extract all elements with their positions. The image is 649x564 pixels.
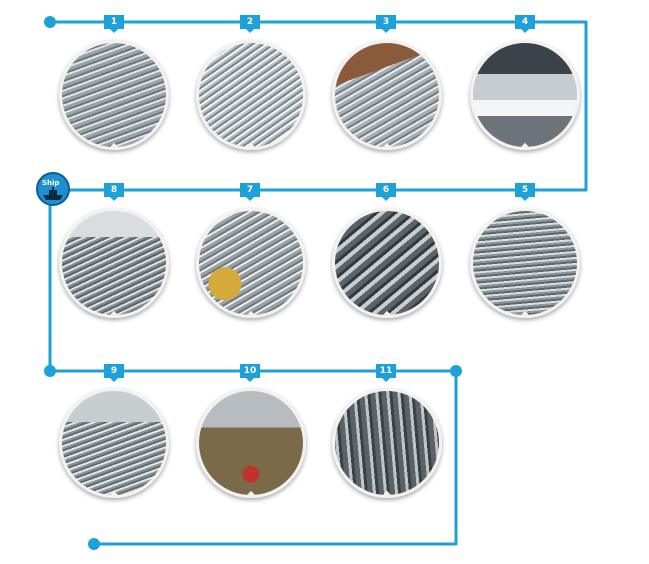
ship-badge: Ship — [36, 172, 70, 206]
step-9-photo — [59, 388, 169, 498]
flow-end-dot — [88, 538, 100, 550]
connector-row-1 — [50, 20, 588, 192]
step-3-photo — [332, 40, 442, 150]
step-6-photo — [332, 208, 442, 318]
step-10-number: 10 — [240, 364, 260, 382]
step-11-photo — [332, 388, 442, 498]
step-7-photo — [196, 208, 306, 318]
step-5-number: 5 — [515, 183, 535, 201]
step-6-number: 6 — [376, 183, 396, 201]
step-4-number: 4 — [515, 15, 535, 33]
step-8-photo — [59, 208, 169, 318]
step-5-photo — [470, 208, 580, 318]
step-11-number: 11 — [376, 364, 396, 382]
flow-row2-dot — [44, 365, 56, 377]
step-10-photo — [196, 388, 306, 498]
flow-row3-dot — [450, 365, 462, 377]
step-9-number: 9 — [104, 364, 124, 382]
step-1-photo — [59, 40, 169, 150]
step-2-photo — [196, 40, 306, 150]
connector-row-3 — [94, 371, 458, 546]
ship-icon — [43, 187, 63, 200]
step-7-number: 7 — [240, 183, 260, 201]
step-1-number: 1 — [104, 15, 124, 33]
step-2-number: 2 — [240, 15, 260, 33]
flow-start-dot — [44, 16, 56, 28]
step-4-photo — [470, 40, 580, 150]
step-3-number: 3 — [376, 15, 396, 33]
ship-label: Ship — [42, 179, 60, 187]
step-8-number: 8 — [104, 183, 124, 201]
